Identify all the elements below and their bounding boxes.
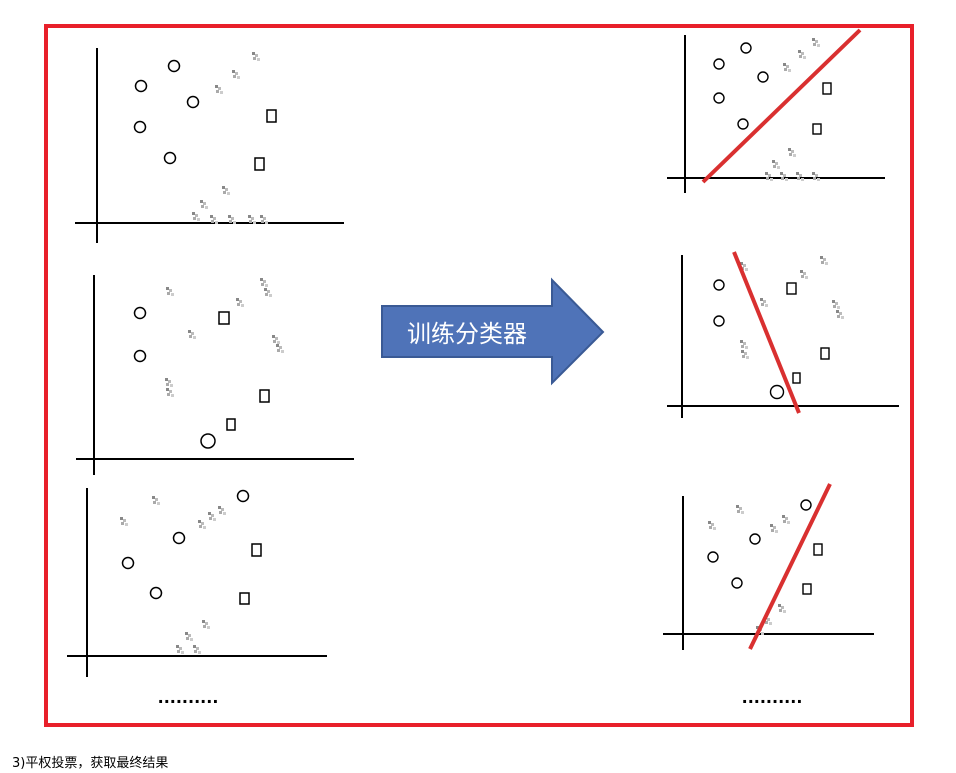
square-marker: [792, 372, 801, 384]
circle-marker: [757, 71, 769, 83]
right-plot-2: [667, 251, 899, 418]
square-marker: [813, 543, 823, 556]
ellipsis-left: ..........: [158, 688, 219, 707]
circle-marker: [167, 59, 181, 73]
arrow-label: 训练分类器: [407, 320, 527, 348]
circle-marker: [134, 79, 148, 93]
diagram-frame: [44, 24, 914, 727]
right-arrow: 训练分类器: [381, 277, 605, 386]
left-plot-3: [67, 488, 327, 677]
square-marker: [266, 109, 277, 123]
circle-marker: [737, 118, 749, 130]
left-plot-1: [75, 48, 344, 243]
circle-marker: [800, 499, 812, 511]
noise-cluster: [708, 505, 790, 635]
square-marker: [786, 282, 797, 295]
noise-cluster: [165, 278, 284, 397]
square-marker: [226, 418, 236, 431]
square-marker: [251, 543, 262, 557]
ellipsis-right: ..........: [742, 688, 803, 707]
circle-marker: [731, 577, 743, 589]
right-arrow-icon: [381, 277, 605, 386]
circle-marker: [707, 551, 719, 563]
square-marker: [254, 157, 265, 171]
circle-marker: [149, 586, 163, 600]
square-marker: [820, 347, 830, 360]
square-marker: [218, 311, 230, 325]
circle-marker: [713, 58, 725, 70]
decision-boundary-line: [748, 483, 832, 650]
circle-marker: [713, 92, 725, 104]
right-plot-3: [663, 483, 874, 650]
circle-marker: [749, 533, 761, 545]
circle-marker: [163, 151, 177, 165]
circle-marker: [172, 531, 186, 545]
circle-marker: [186, 95, 200, 109]
decision-boundary-line: [732, 251, 801, 414]
caption: 3)平权投票，获取最终结果: [12, 756, 169, 771]
square-marker: [259, 389, 270, 403]
circle-marker: [713, 279, 725, 291]
decision-boundary-line: [701, 28, 862, 184]
square-marker: [239, 592, 250, 605]
noise-cluster: [765, 38, 820, 181]
circle-marker: [133, 306, 147, 320]
circle-marker: [121, 556, 135, 570]
circle-marker: [769, 384, 785, 400]
square-marker: [802, 583, 812, 595]
circle-marker: [133, 120, 147, 134]
circle-marker: [200, 433, 216, 449]
circle-marker: [740, 42, 752, 54]
circle-marker: [236, 489, 250, 503]
left-plot-2: [76, 275, 354, 475]
square-marker: [822, 82, 832, 95]
noise-cluster: [192, 52, 268, 224]
square-marker: [812, 123, 822, 135]
right-plot-1: [667, 28, 885, 193]
circle-marker: [713, 315, 725, 327]
noise-cluster: [120, 496, 226, 654]
circle-marker: [133, 349, 147, 363]
